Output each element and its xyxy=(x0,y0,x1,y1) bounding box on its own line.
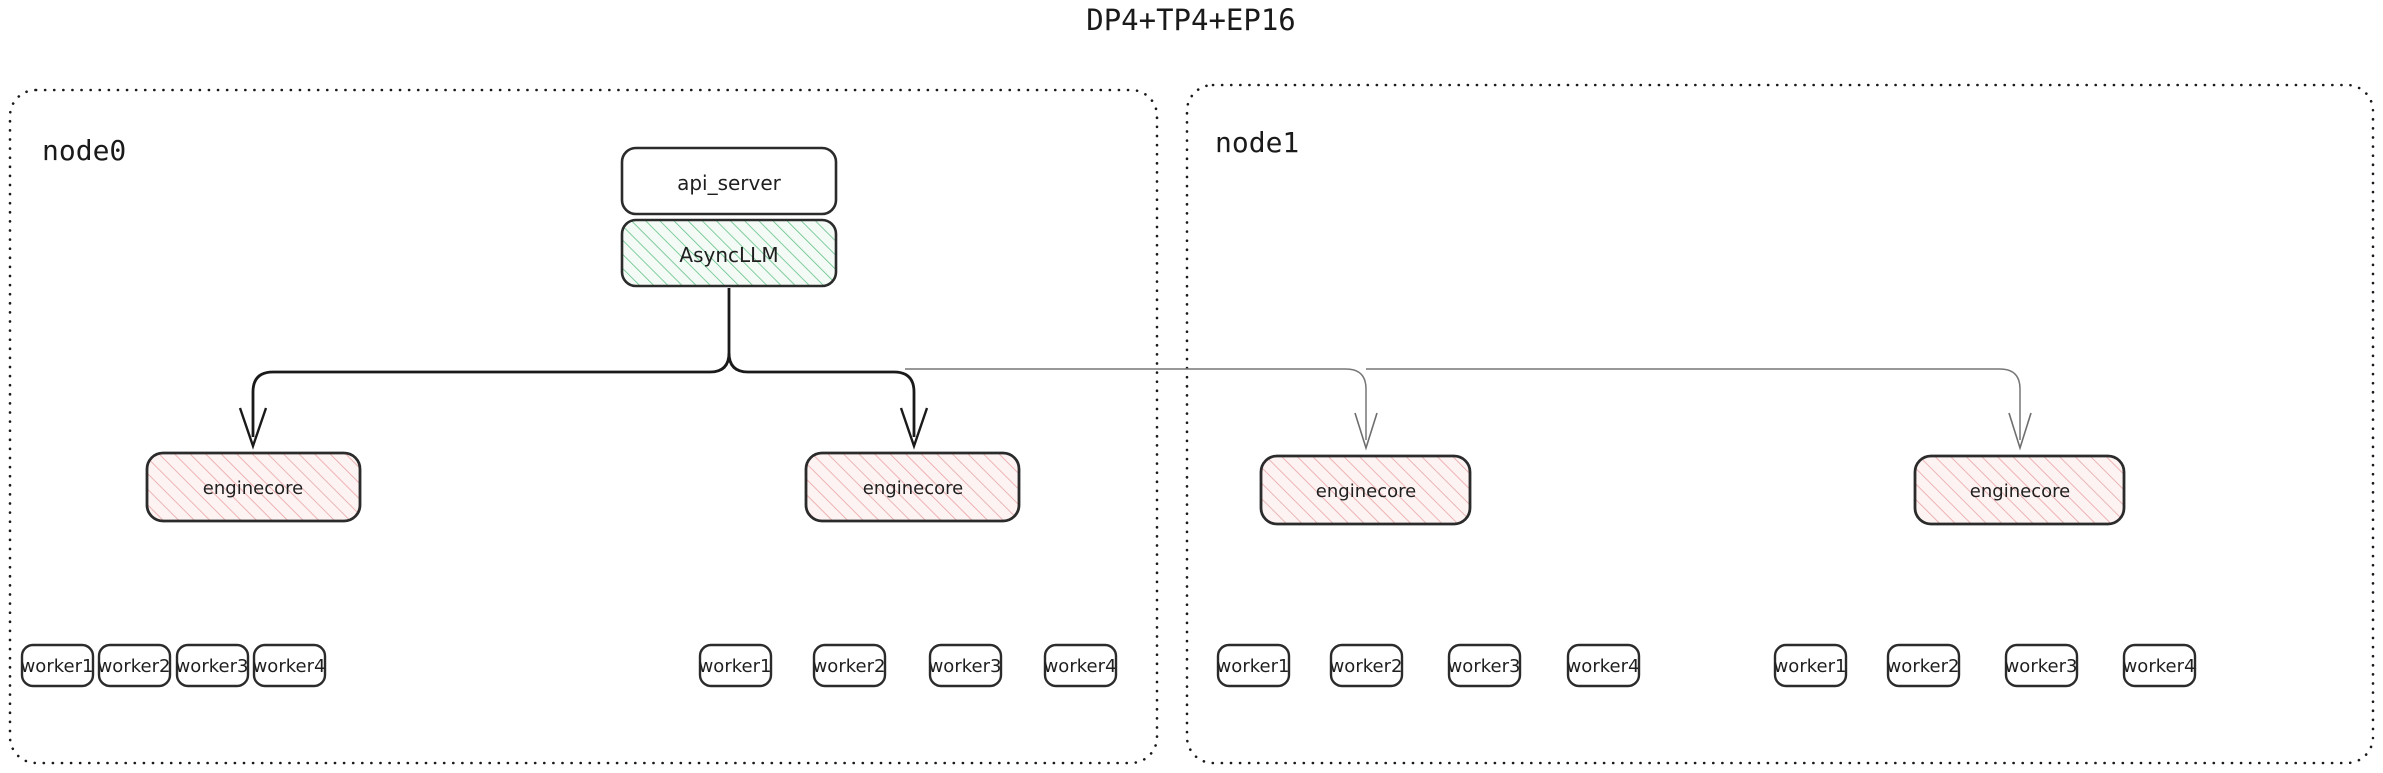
enginecore-label: enginecore xyxy=(203,478,303,499)
arrowhead-node1-core0 xyxy=(1354,412,1378,451)
worker-label: worker4 xyxy=(253,656,326,677)
enginecore-node1-0[interactable]: enginecore xyxy=(1259,454,1472,526)
arrowhead-node1-core1 xyxy=(2008,412,2032,451)
connector-node0-core0 xyxy=(251,352,731,437)
worker-label: worker3 xyxy=(2005,656,2078,677)
worker-box[interactable] xyxy=(1043,643,1118,688)
node1-label: node1 xyxy=(1215,126,1299,159)
enginecore-box[interactable] xyxy=(804,451,1021,523)
worker-box[interactable] xyxy=(252,643,327,688)
connector-trunk xyxy=(727,288,749,374)
worker-box[interactable] xyxy=(928,643,1003,688)
connector-node1-core1 xyxy=(1366,368,2021,440)
worker-label: worker4 xyxy=(2123,656,2196,677)
worker-label: worker1 xyxy=(21,656,94,677)
worker-label: worker4 xyxy=(1044,656,1117,677)
worker-box[interactable] xyxy=(97,643,172,688)
worker-box[interactable] xyxy=(2004,643,2079,688)
async-llm-box[interactable] xyxy=(620,218,838,288)
worker-box[interactable] xyxy=(1216,643,1291,688)
worker-label: worker2 xyxy=(98,656,171,677)
worker-label: worker1 xyxy=(1217,656,1290,677)
connector-node0-core1 xyxy=(748,370,916,437)
worker-box[interactable] xyxy=(1329,643,1404,688)
worker-row-node0-core0: worker1 worker2 worker3 worker4 xyxy=(20,643,327,688)
connector-node1-core0 xyxy=(905,368,1367,440)
enginecore-box[interactable] xyxy=(145,451,362,523)
enginecore-box[interactable] xyxy=(1913,454,2126,526)
worker-box[interactable] xyxy=(2122,643,2197,688)
worker-label: worker2 xyxy=(1887,656,1960,677)
worker-box[interactable] xyxy=(1886,643,1961,688)
node0-container xyxy=(8,88,1159,765)
worker-box[interactable] xyxy=(20,643,95,688)
arrowhead-node0-core0 xyxy=(238,407,268,450)
worker-row-node1-core1: worker1 worker2 worker3 worker4 xyxy=(1773,643,2197,688)
worker-label: worker3 xyxy=(1448,656,1521,677)
worker-box[interactable] xyxy=(698,643,773,688)
frontend-stack: api_server AsyncLLM xyxy=(620,146,838,288)
enginecore-label: enginecore xyxy=(1316,481,1416,502)
async-llm-label: AsyncLLM xyxy=(679,243,778,267)
worker-row-node1-core0: worker1 worker2 worker3 worker4 xyxy=(1216,643,1641,688)
worker-label: worker1 xyxy=(1774,656,1847,677)
enginecore-node1-1[interactable]: enginecore xyxy=(1913,454,2126,526)
worker-row-node0-core1: worker1 worker2 worker3 worker4 xyxy=(698,643,1118,688)
worker-label: worker3 xyxy=(929,656,1002,677)
worker-label: worker2 xyxy=(813,656,886,677)
api-server-label: api_server xyxy=(677,171,782,195)
worker-label: worker2 xyxy=(1330,656,1403,677)
worker-box[interactable] xyxy=(175,643,250,688)
worker-label: worker4 xyxy=(1567,656,1640,677)
worker-label: worker1 xyxy=(699,656,772,677)
enginecore-box[interactable] xyxy=(1259,454,1472,526)
worker-box[interactable] xyxy=(1447,643,1522,688)
worker-box[interactable] xyxy=(1566,643,1641,688)
enginecore-node0-1[interactable]: enginecore xyxy=(804,451,1021,523)
enginecore-label: enginecore xyxy=(863,478,963,499)
arrowhead-node0-core1 xyxy=(899,407,929,450)
api-server-box[interactable] xyxy=(620,146,838,216)
worker-box[interactable] xyxy=(812,643,887,688)
enginecore-node0-0[interactable]: enginecore xyxy=(145,451,362,523)
node0-label: node0 xyxy=(42,134,126,167)
worker-label: worker3 xyxy=(176,656,249,677)
node-group-node1: node1 xyxy=(1185,83,2375,765)
page-title: DP4+TP4+EP16 xyxy=(1086,3,1296,37)
node-group-node0: node0 xyxy=(8,88,1159,765)
worker-box[interactable] xyxy=(1773,643,1848,688)
enginecore-label: enginecore xyxy=(1970,481,2070,502)
